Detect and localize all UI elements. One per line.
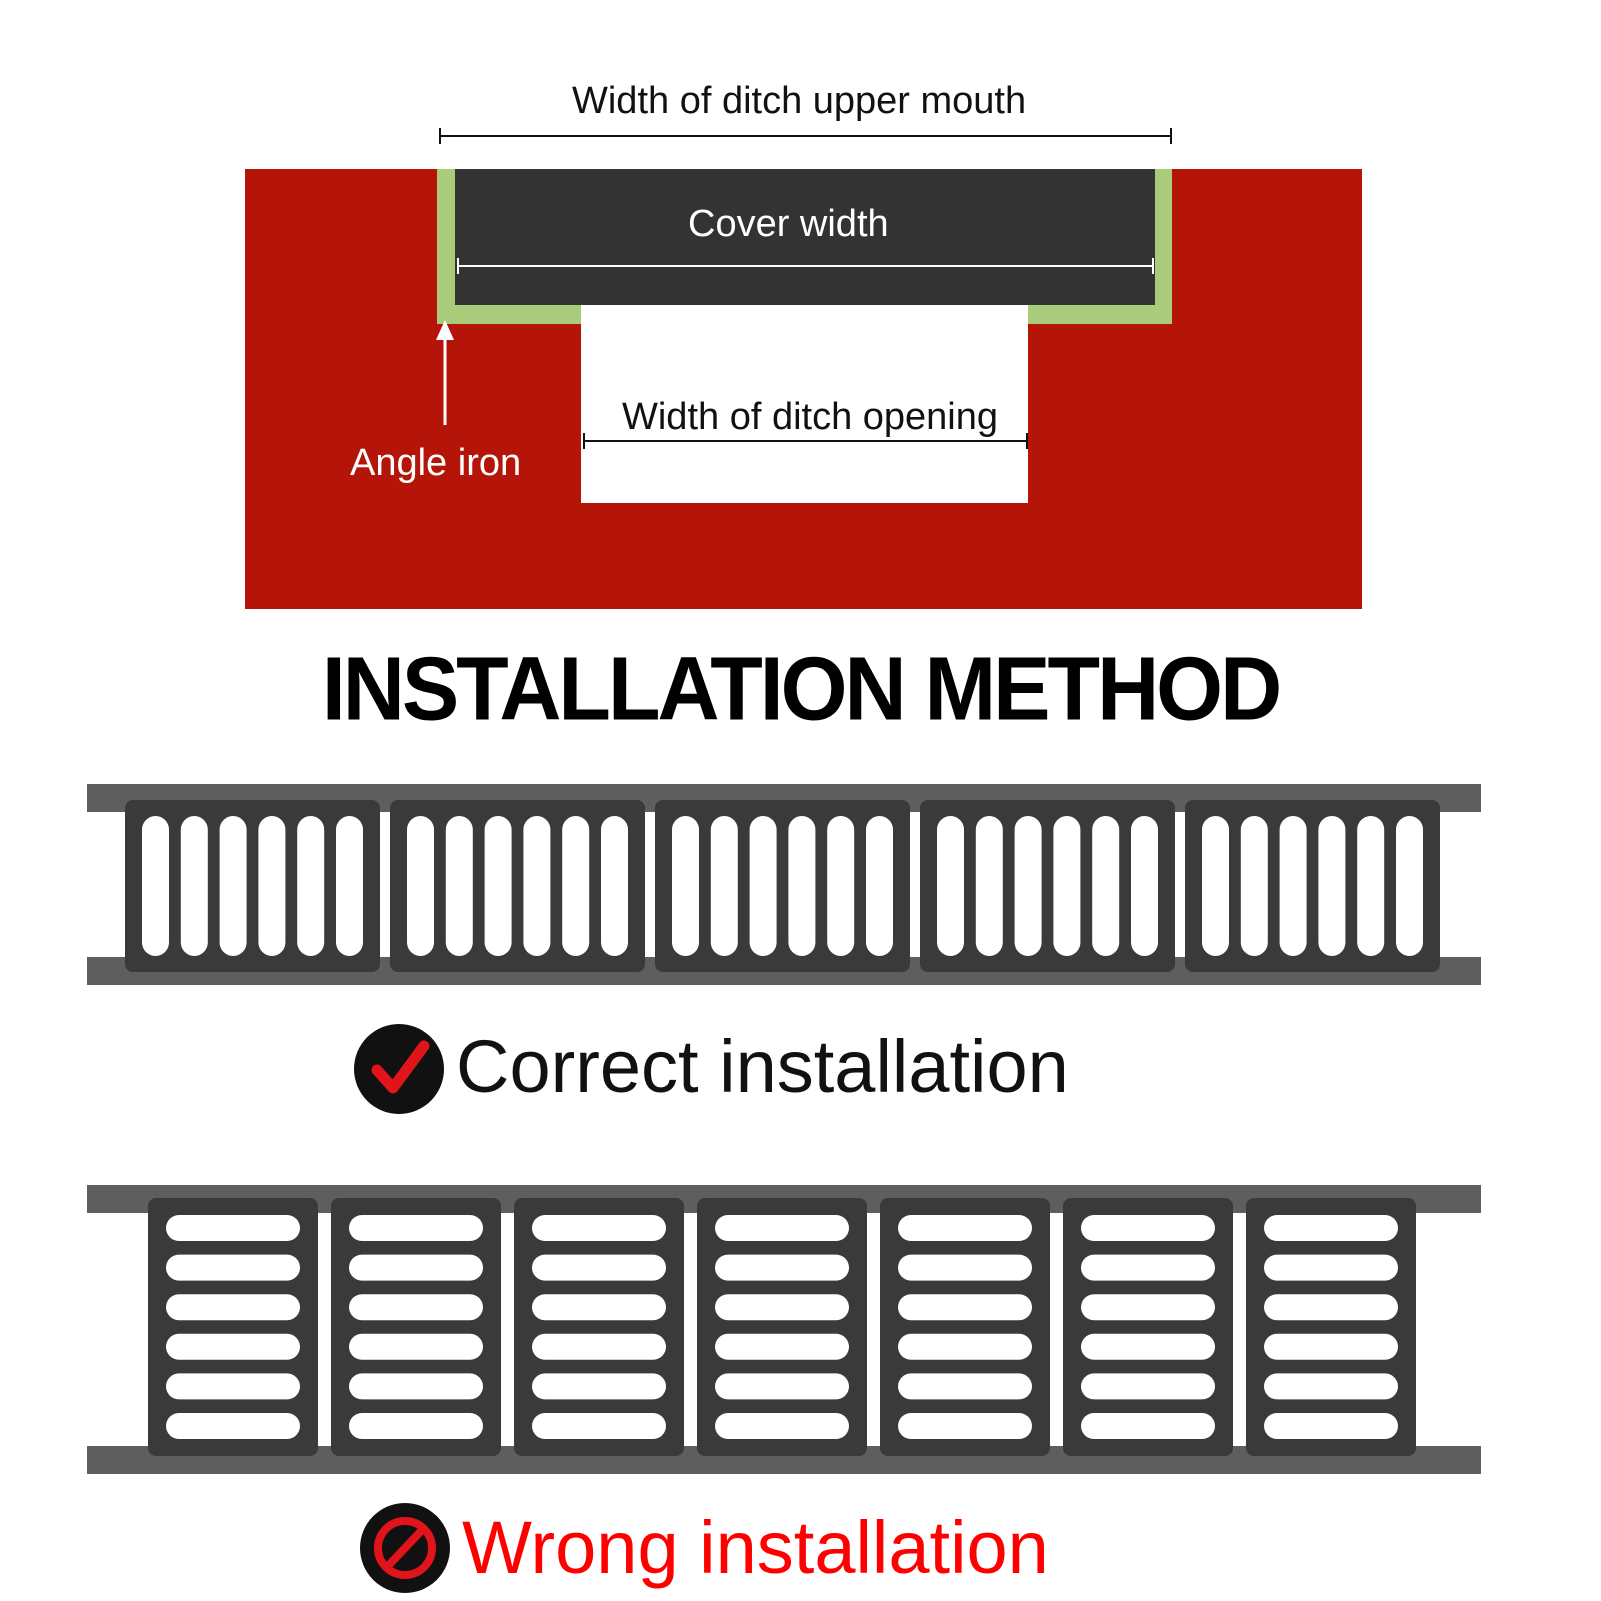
grate-slot (975, 816, 1003, 956)
grate-slot (297, 816, 325, 956)
grate-slot (715, 1413, 849, 1439)
grate-slot (1131, 816, 1158, 956)
grate-slot (898, 1413, 1032, 1439)
grate-slot (349, 1294, 483, 1321)
grate-slot (219, 816, 247, 956)
ditch-cross-section (245, 128, 1362, 609)
grate-slot (532, 1254, 666, 1281)
grate-slot (166, 1413, 300, 1439)
grate-slot (898, 1254, 1032, 1281)
grate-slot (715, 1333, 849, 1360)
grate-slot (715, 1373, 849, 1400)
grate-slot (1014, 816, 1042, 956)
grate-slot (715, 1215, 849, 1241)
grate-slot (1396, 816, 1423, 956)
check-icon (354, 1024, 444, 1114)
cover-plate (455, 169, 1155, 305)
grate-slot (1081, 1294, 1215, 1321)
grate-slot (715, 1254, 849, 1281)
grate-slot (180, 816, 208, 956)
grate-slot (1264, 1254, 1398, 1281)
grate-slot (349, 1333, 483, 1360)
grate-slot (898, 1215, 1032, 1241)
grate-slot (827, 816, 855, 956)
grate-slot (1264, 1294, 1398, 1321)
grate-slot (532, 1413, 666, 1439)
prohibited-icon (360, 1503, 450, 1593)
grate-slot (1081, 1215, 1215, 1241)
grate-slot (445, 816, 473, 956)
grate-slot (898, 1294, 1032, 1321)
ditch-opening-dimension (583, 433, 1028, 449)
grate-slot (532, 1215, 666, 1241)
grate-slot (562, 816, 590, 956)
grate-slot (749, 816, 777, 956)
grate-slot (336, 816, 363, 956)
grate-slot (532, 1294, 666, 1321)
grate-slot (1240, 816, 1268, 956)
installation-method-heading: INSTALLATION METHOD (321, 638, 1282, 740)
grate-slot (710, 816, 738, 956)
grate-slot (937, 816, 964, 956)
correct-installation-label: Correct installation (456, 1025, 1069, 1108)
grate-slot (866, 816, 893, 956)
grate-slot (484, 816, 512, 956)
grate-slot (898, 1373, 1032, 1400)
ditch-opening-label: Width of ditch opening (622, 396, 999, 438)
grate-slot (1081, 1254, 1215, 1281)
grate-slot (1357, 816, 1385, 956)
ditch-opening (581, 305, 1028, 503)
grate-slot (672, 816, 699, 956)
grate-slot (166, 1294, 300, 1321)
grate-slot (532, 1333, 666, 1360)
cover-width-dimension (457, 258, 1154, 274)
grate-slot (1202, 816, 1229, 956)
grate-slot (166, 1254, 300, 1281)
grate-slot (1081, 1413, 1215, 1439)
wrong-installation-label: Wrong installation (462, 1506, 1049, 1589)
grate-slot (1264, 1373, 1398, 1400)
grate-slot (166, 1373, 300, 1400)
grate-slot (407, 816, 434, 956)
grate-slot (166, 1333, 300, 1360)
cover-width-label: Cover width (688, 203, 889, 245)
grate-slot (788, 816, 816, 956)
grate-slot (349, 1413, 483, 1439)
grate-slot (349, 1254, 483, 1281)
angle-iron-label: Angle iron (350, 442, 522, 484)
grate-slot (349, 1373, 483, 1400)
grate-slot (898, 1333, 1032, 1360)
grate-slot (1264, 1215, 1398, 1241)
grate-slot (715, 1294, 849, 1321)
grate-slot (1279, 816, 1307, 956)
grate-slot (142, 816, 169, 956)
upper-mouth-label: Width of ditch upper mouth (572, 80, 1027, 122)
angle-iron-arrow (436, 320, 454, 425)
grate-slot (258, 816, 286, 956)
grate-slot (166, 1215, 300, 1241)
grate-slot (1092, 816, 1120, 956)
grate-slot (1264, 1413, 1398, 1439)
upper-mouth-dimension (439, 128, 1172, 144)
grate-slot (1081, 1373, 1215, 1400)
grate-slot (1053, 816, 1081, 956)
grate-slot (523, 816, 551, 956)
grate-slot (1264, 1333, 1398, 1360)
grate-slot (1318, 816, 1346, 956)
grate-slot (532, 1373, 666, 1400)
grate-slot (349, 1215, 483, 1241)
grate-slot (1081, 1333, 1215, 1360)
grate-slot (601, 816, 628, 956)
